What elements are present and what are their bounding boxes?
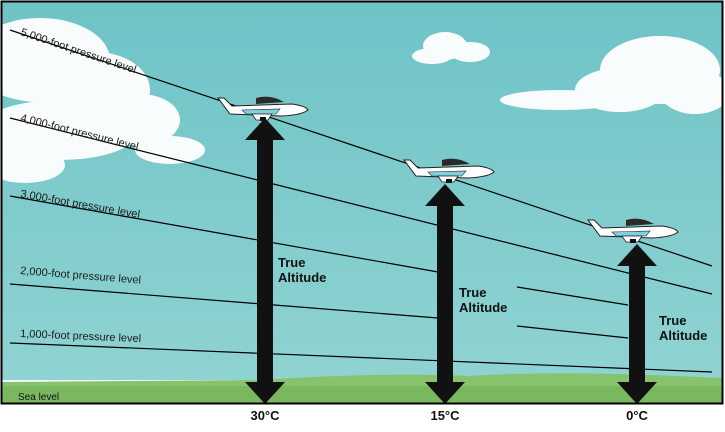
pressure-line-3000-right	[516, 286, 629, 306]
true-altitude-label-30c-line1: True	[278, 255, 305, 270]
temperature-label-0c: 0°C	[626, 408, 648, 423]
true-altitude-label-30c-line2: Altitude	[278, 270, 326, 285]
true-altitude-label-15c-line1: True	[459, 285, 486, 300]
pressure-line-4000	[9, 117, 713, 295]
frame	[0, 0, 724, 405]
arrow-30c	[245, 118, 285, 404]
arrow-15c	[425, 184, 465, 404]
arrow-0c	[617, 244, 657, 404]
clouds	[0, 18, 725, 183]
sea-level-band	[2, 386, 722, 403]
pressure-line-2000	[9, 283, 439, 319]
true-altitude-label-15c-line2: Altitude	[459, 300, 507, 315]
true-altitude-arrows	[245, 118, 657, 404]
sea-level-label: Sea level	[18, 392, 59, 403]
pressure-line-2000-right	[516, 325, 629, 339]
pressure-line-1000	[9, 342, 713, 373]
temperature-label-30c: 30°C	[250, 408, 280, 423]
airplane-icon-30c	[217, 96, 309, 121]
airplane-icon-15c	[403, 158, 495, 183]
airplane-icon-0c	[587, 218, 679, 243]
true-altitude-label-0c-line1: True	[659, 313, 686, 328]
temperature-label-15c: 15°C	[430, 408, 460, 423]
pressure-label-1000: 1,000-foot pressure level	[20, 328, 141, 345]
pressure-line-3000	[9, 195, 439, 273]
true-altitude-label-0c-line2: Altitude	[659, 328, 707, 343]
